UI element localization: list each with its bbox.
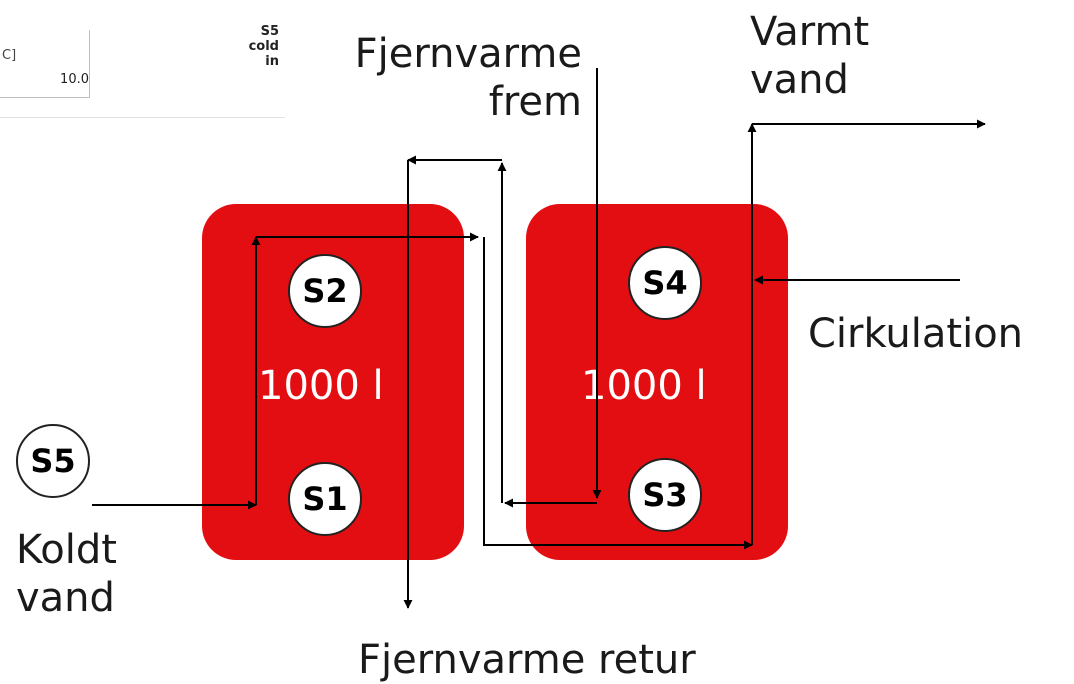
table-header-name: cold bbox=[248, 39, 279, 54]
sensor-s2: S2 bbox=[288, 254, 362, 328]
tank-right-volume: 1000 l bbox=[581, 363, 707, 409]
label-cirkulation: Cirkulation bbox=[808, 311, 1024, 357]
label-fjernvarme-frem-line2: frem bbox=[488, 79, 582, 125]
table-header-direction: in bbox=[265, 54, 279, 69]
label-varmt-vand: Varmt vand bbox=[750, 8, 869, 104]
tank-left-volume: 1000 l bbox=[258, 363, 384, 409]
transfer-down-pipe bbox=[483, 237, 753, 550]
sensor-s1: S1 bbox=[288, 462, 362, 536]
table-divider bbox=[0, 117, 285, 118]
label-fjernvarme-retur: Fjernvarme retur bbox=[358, 637, 696, 683]
label-varmt-vand-line1: Varmt bbox=[750, 9, 870, 55]
table-value: 10.0 bbox=[60, 72, 89, 87]
label-fjernvarme-frem-line1: Fjernvarme bbox=[354, 31, 582, 77]
label-koldt-vand-line2: vand bbox=[16, 575, 115, 621]
table-header-sensor: S5 bbox=[260, 24, 279, 39]
sensor-s5: S5 bbox=[16, 424, 90, 498]
label-koldt-vand: Koldt vand bbox=[16, 526, 117, 622]
table-unit-fragment: C] bbox=[2, 48, 17, 63]
label-koldt-vand-line1: Koldt bbox=[16, 527, 117, 573]
sensor-table-fragment: C] S5 cold in 10.0 bbox=[0, 22, 285, 118]
label-fjernvarme-frem: Fjernvarme frem bbox=[300, 30, 582, 126]
table-column-s5 bbox=[0, 30, 90, 98]
label-varmt-vand-line2: vand bbox=[750, 57, 849, 103]
sensor-s4: S4 bbox=[628, 246, 702, 320]
sensor-s3: S3 bbox=[628, 458, 702, 532]
